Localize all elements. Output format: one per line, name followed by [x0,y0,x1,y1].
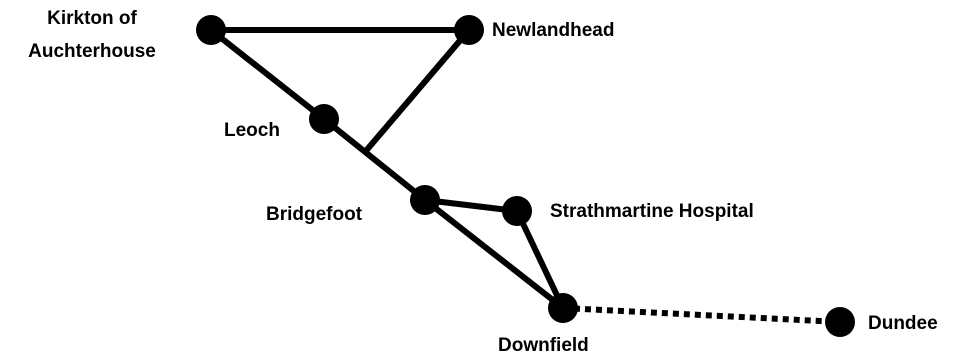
station-label-downfield: Downfield [498,335,589,356]
station-label-leoch: Leoch [224,120,280,141]
route-bridgefoot-strathmartine [424,197,518,214]
route-leoch-bridgefoot [322,116,427,203]
station-label-strathmartine: Strathmartine Hospital [550,201,754,222]
station-marker-strathmartine [502,196,532,226]
route-newlandhead-junction [362,28,472,154]
station-marker-newlandhead [454,15,484,45]
station-marker-bridgefoot [410,185,440,215]
route-downfield-dundee [562,305,841,325]
route-bridgefoot-downfield [423,197,565,311]
station-label-kirkton-line1: Kirkton of [47,8,137,29]
station-label-bridgefoot: Bridgefoot [266,204,363,225]
station-label-dundee: Dundee [868,313,938,334]
station-marker-kirkton [196,15,226,45]
route-kirkton-leoch [209,27,326,122]
station-label-kirkton-line2: Auchterhouse [28,41,156,62]
station-marker-leoch [309,104,339,134]
station-label-newlandhead: Newlandhead [492,20,614,41]
route-strathmartine-downfield [514,209,566,310]
station-marker-dundee [825,307,855,337]
station-marker-downfield [548,293,578,323]
